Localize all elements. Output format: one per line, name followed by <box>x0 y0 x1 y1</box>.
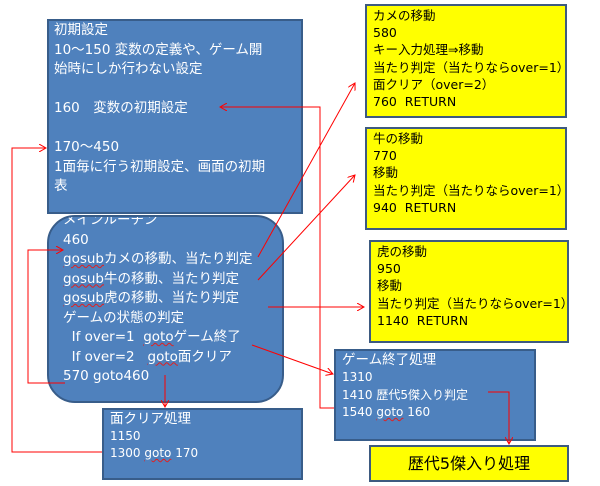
ushi-line: 770 <box>373 148 397 164</box>
goto-keyword: goto <box>144 446 172 460</box>
init-line: 始時にしか行わない設定 <box>54 61 203 77</box>
tora-move-box: 虎の移動 950 移動 当たり判定（当たりならover=1） 1140 RETU… <box>369 240 574 343</box>
kame-line: キー入力処理⇒移動 <box>373 42 484 58</box>
init-box: 初期設定 10～150 変数の定義や、ゲーム開 始時にしか行わない設定 160 … <box>47 19 303 214</box>
main-title: メインルーチン <box>63 215 158 228</box>
arrow-to-gameover <box>251 344 333 374</box>
main-loop: 570 goto460 <box>63 368 150 384</box>
over-line: 1540 goto 160 <box>342 404 534 421</box>
goto-keyword: goto <box>143 329 174 345</box>
call-text: 虎の移動、当たり判定 <box>104 290 239 306</box>
gosub-keyword: gosub <box>63 290 104 306</box>
init-title: 初期設定 <box>54 22 108 38</box>
clear-line: 1150 <box>110 429 141 443</box>
kame-line: 当たり判定（当たりならover=1） <box>373 59 570 75</box>
main-call-tora: gosub虎の移動、当たり判定 <box>63 289 282 309</box>
goto-keyword: goto <box>147 348 178 365</box>
kame-line: 580 <box>373 25 397 41</box>
ushi-title: 牛の移動 <box>373 131 424 146</box>
game-over-box: ゲーム終了処理 1310 1410 歴代5傑入り判定 1540 goto 160 <box>334 349 536 441</box>
arrow-to-ranking <box>488 391 509 444</box>
over-title: ゲーム終了処理 <box>342 352 437 368</box>
if-text: If over=2 <box>63 348 148 365</box>
init-line: 170～450 <box>54 139 120 155</box>
if-target: 面クリア <box>177 348 232 365</box>
goto-keyword: goto <box>376 404 404 419</box>
tora-line: 950 <box>377 261 401 277</box>
main-line-460: 460 <box>63 231 89 248</box>
line-num: 1300 <box>110 446 145 460</box>
main-state: ゲームの状態の判定 <box>63 309 185 326</box>
arrow-loop-to-460 <box>27 250 65 384</box>
clear-title: 面クリア処理 <box>110 411 191 427</box>
tora-line: 1140 RETURN <box>377 312 469 328</box>
gosub-keyword: gosub <box>63 251 104 267</box>
main-if2: If over=2 goto面クリア <box>63 348 282 368</box>
main-if1: If over=1 gotoゲーム終了 <box>63 328 282 348</box>
stage-clear-box: 面クリア処理 1150 1300 goto 170 <box>102 408 303 480</box>
init-line: 10～150 変数の定義や、ゲーム開 <box>54 41 263 58</box>
call-text: 牛の移動、当たり判定 <box>104 270 239 287</box>
ushi-move-box: 牛の移動 770 移動 当たり判定（当たりならover=1） 940 RETUR… <box>365 127 570 230</box>
line-target: 160 <box>403 404 431 419</box>
ushi-line: 当たり判定（当たりならover=1） <box>373 182 570 198</box>
tora-line: 当たり判定（当たりならover=1） <box>377 295 574 311</box>
gosub-keyword: gosub <box>63 270 104 287</box>
main-call-ushi: gosub牛の移動、当たり判定 <box>63 270 282 290</box>
over-line: 1310 <box>342 370 373 385</box>
arrow-to-kame <box>257 83 355 258</box>
ranking-box: 歴代5傑入り処理 <box>369 445 569 482</box>
kame-title: カメの移動 <box>373 8 436 23</box>
init-line: 表 <box>54 178 68 194</box>
kame-move-box: カメの移動 580 キー入力処理⇒移動 当たり判定（当たりならover=1） 面… <box>365 4 570 118</box>
ushi-line: 移動 <box>373 165 399 181</box>
clear-line: 1300 goto 170 <box>110 445 301 462</box>
line-target: 170 <box>171 446 199 460</box>
if-target: ゲーム終了 <box>173 329 241 345</box>
ushi-line: 940 RETURN <box>373 199 457 215</box>
init-line: 1面毎に行う初期設定、画面の初期 <box>54 158 266 175</box>
arrow-to-ushi <box>257 175 355 281</box>
init-line: 160 変数の初期設定 <box>54 100 188 116</box>
line-num: 1540 <box>342 404 377 419</box>
tora-line: 移動 <box>377 278 403 294</box>
kame-line: 760 RETURN <box>373 94 457 110</box>
main-routine-box: メインルーチン 460 gosubカメの移動、当たり判定 gosub牛の移動、当… <box>47 215 284 403</box>
ranking-label: 歴代5傑入り処理 <box>407 454 531 473</box>
call-text: カメの移動、当たり判定 <box>104 251 253 267</box>
kame-line: 面クリア（over=2） <box>373 76 495 92</box>
arrow-clear-to-170 <box>11 148 102 453</box>
tora-title: 虎の移動 <box>377 244 428 259</box>
arrow-gameover-to-160 <box>220 107 334 409</box>
if-text: If over=1 <box>63 329 144 345</box>
over-line: 1410 歴代5傑入り判定 <box>342 387 468 402</box>
main-call-kame: gosubカメの移動、当たり判定 <box>63 250 282 270</box>
